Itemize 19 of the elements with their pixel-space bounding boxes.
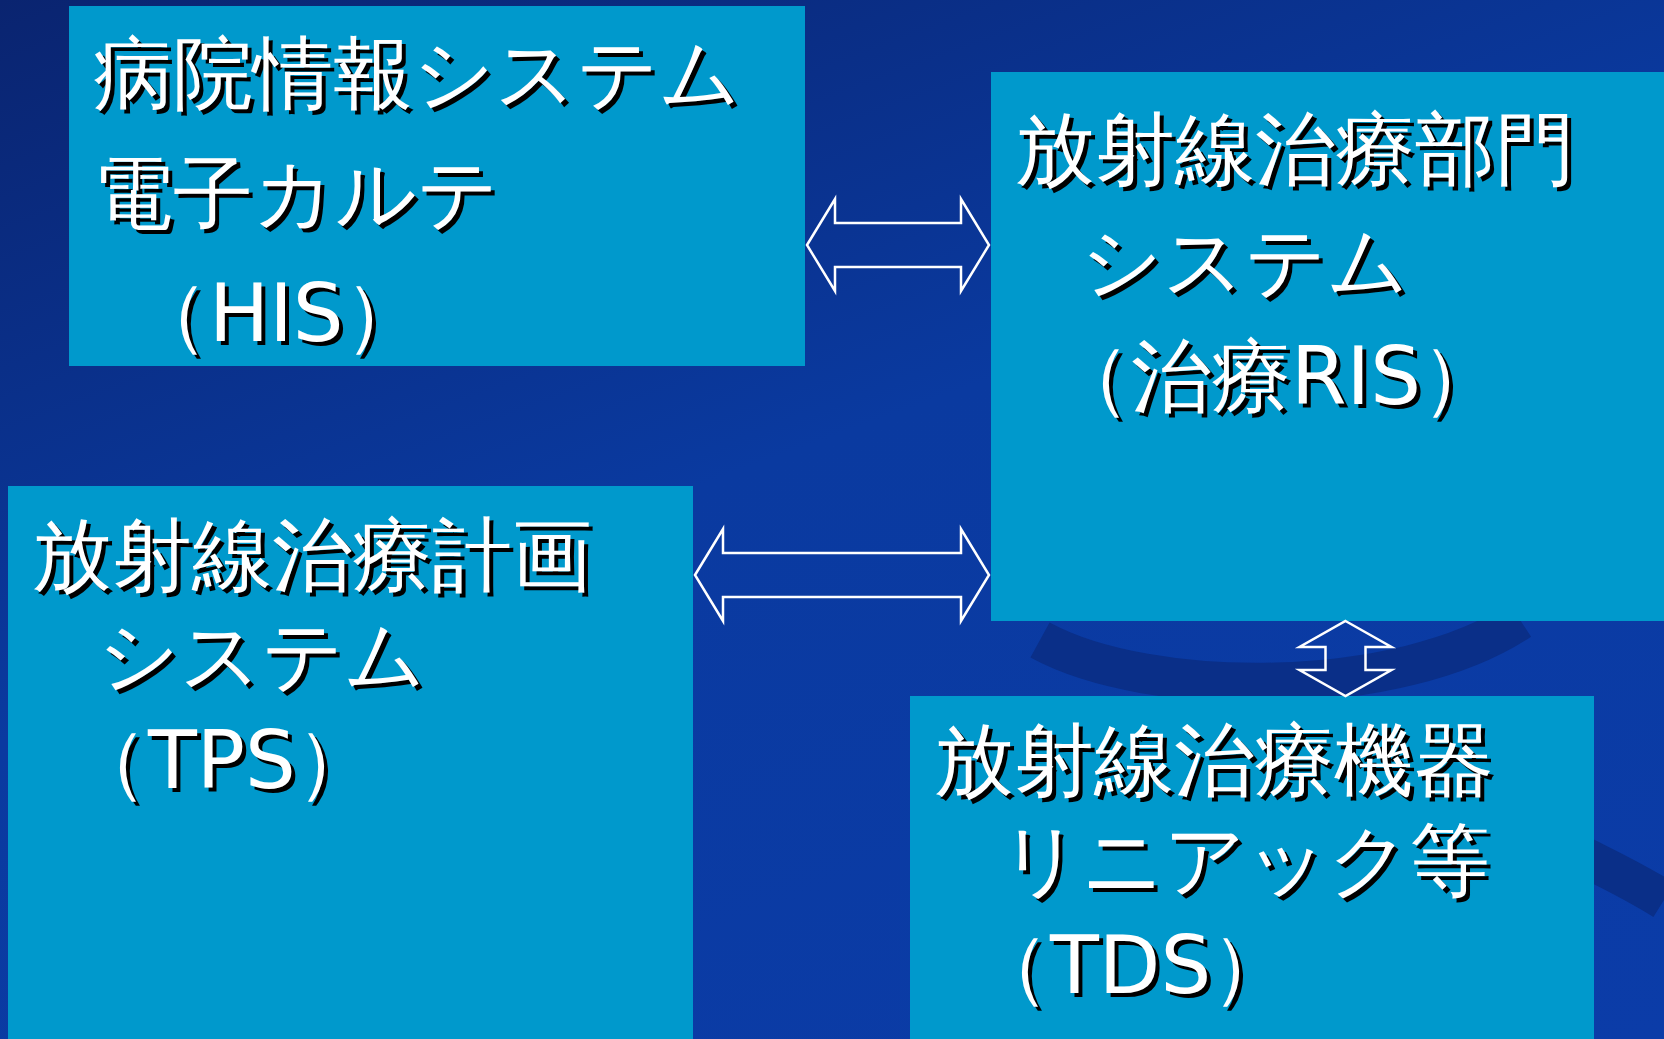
double-arrow bbox=[693, 524, 991, 626]
system-box bbox=[8, 486, 693, 1039]
system-box bbox=[991, 72, 1664, 621]
box-label: 放射線治療部門 bbox=[1015, 102, 1575, 198]
box-label: システム bbox=[1081, 214, 1409, 310]
box-label: （TDS） bbox=[970, 918, 1292, 1014]
system-box bbox=[910, 696, 1594, 1039]
box-label: リニアック等 bbox=[1000, 813, 1490, 909]
box-label: システム bbox=[98, 608, 426, 704]
box-label: 放射線治療機器 bbox=[934, 713, 1494, 809]
double-arrow bbox=[1294, 619, 1397, 698]
box-label: 電子カルテ bbox=[93, 146, 499, 242]
box-label: 放射線治療計画 bbox=[32, 508, 592, 604]
box-label: 病院情報システム bbox=[93, 26, 741, 122]
double-arrow bbox=[805, 194, 991, 296]
box-label: （HIS） bbox=[129, 266, 424, 362]
box-label: （TPS） bbox=[68, 713, 376, 809]
box-label: （治療RIS） bbox=[1051, 329, 1501, 425]
system-box bbox=[69, 6, 805, 366]
